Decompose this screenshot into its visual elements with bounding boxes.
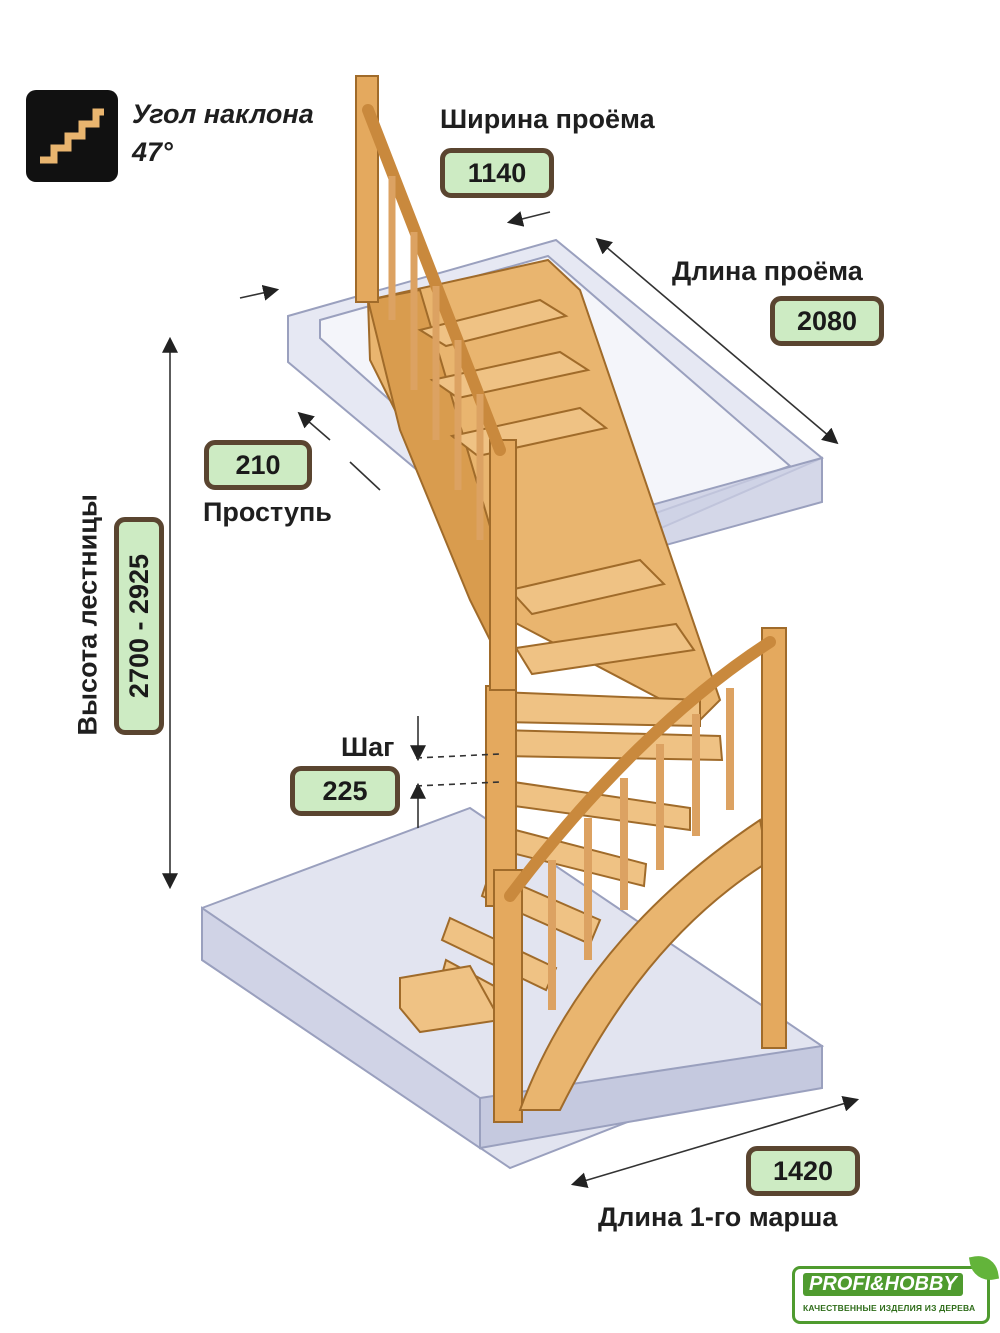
first-flight-label: Длина 1-го марша [598, 1202, 838, 1232]
tread-value: 210 [204, 440, 312, 490]
brand-logo: PROFI&HOBBY КАЧЕСТВЕННЫЕ ИЗДЕЛИЯ ИЗ ДЕРЕ… [792, 1252, 1000, 1324]
opening-length-label: Длина проёма [672, 256, 863, 286]
step-value: 225 [290, 766, 400, 816]
upper-railing [355, 75, 506, 540]
brand-name: PROFI&HOBBY [803, 1273, 963, 1296]
upper-treads [417, 298, 701, 728]
angle-title: Угол наклона [132, 99, 314, 129]
stairs-icon [26, 90, 118, 182]
first-flight-value: 1420 [746, 1146, 860, 1196]
lower-right-post [761, 627, 787, 1049]
stair-height-label: Высота лестницы [72, 494, 103, 736]
opening-length-value: 2080 [770, 296, 884, 346]
opening-width-value: 1140 [440, 148, 554, 198]
brand-tagline: КАЧЕСТВЕННЫЕ ИЗДЕЛИЯ ИЗ ДЕРЕВА [803, 1303, 976, 1313]
lower-railing [504, 636, 776, 1010]
opening-width-label: Ширина проёма [440, 104, 655, 134]
dimension-lines [162, 211, 860, 1189]
step-label: Шаг [341, 732, 395, 762]
tread-label: Проступь [203, 497, 332, 527]
angle-value: 47° [132, 137, 173, 167]
center-post [485, 439, 523, 1123]
stair-height-value: 2700 - 2925 [114, 517, 164, 735]
